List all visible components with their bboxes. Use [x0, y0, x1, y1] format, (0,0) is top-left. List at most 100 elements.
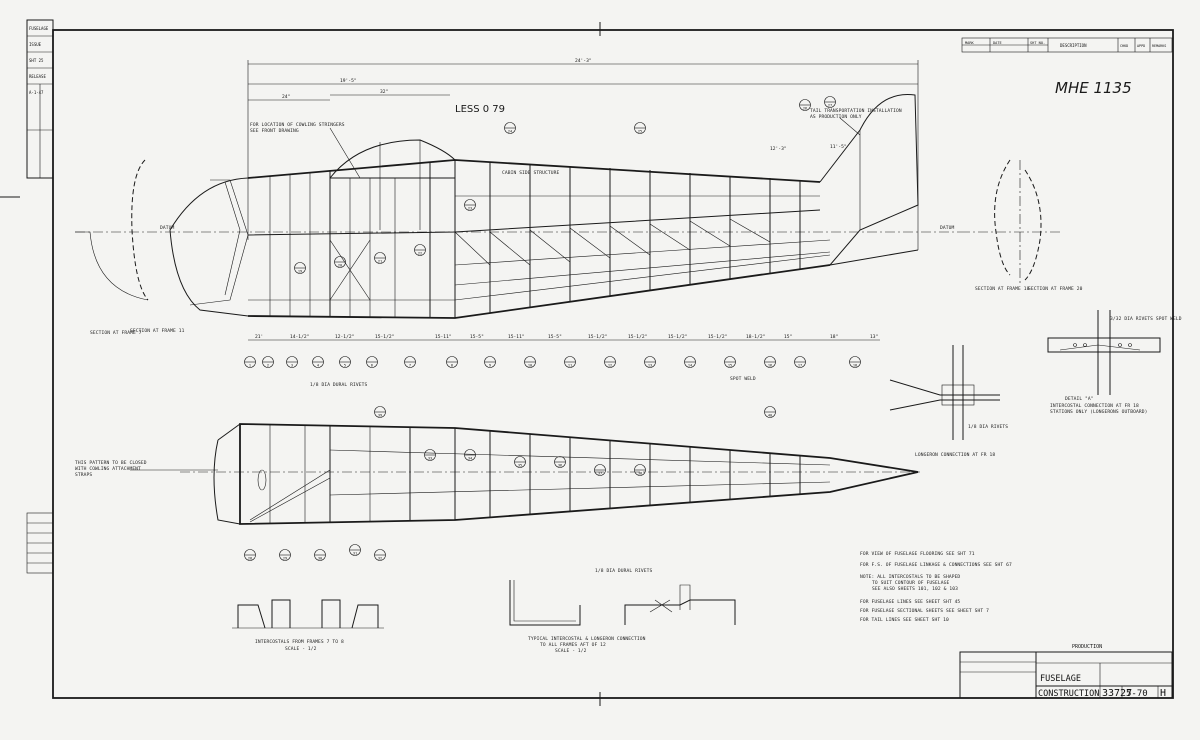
callout-bubble-number: 33: [428, 456, 432, 460]
rev-h-remarks: REMARKS: [1152, 44, 1166, 48]
callout-bubble-number: 30: [318, 556, 322, 560]
dim-d5: 11'-5": [830, 144, 847, 150]
pitch-14: 15": [784, 334, 792, 340]
inter-scale: SCALE - 1/2: [285, 646, 317, 652]
typical-rivet: 1/8 DIA DURAL RIVETS: [595, 568, 652, 574]
dim-d3: 24": [282, 94, 290, 100]
typical-label-2: TO ALL FRAMES AFT OF 12: [540, 642, 606, 648]
callout-bubble-number: 17: [798, 363, 802, 367]
callout-bubble-number: 18: [853, 363, 857, 367]
plan-note-1: THIS PATTERN TO BE CLOSED: [75, 460, 147, 466]
callout-bubble-number: 20: [338, 263, 342, 267]
drawing-number: 33727: [1102, 688, 1132, 699]
pitch-3: 12-1/2": [335, 334, 354, 340]
callout-bubble-number: 29: [283, 556, 287, 560]
pitch-8: 15-5": [548, 334, 562, 340]
strip-text-1: FUSELAGE: [29, 26, 49, 31]
gen-note-5: SEE ALSO SHEETS 101, 102 & 103: [872, 586, 958, 592]
title-line-2: CONSTRUCTION: [1038, 689, 1099, 699]
note-tail-1: TAIL TRANSPORTATION INSTALLATION: [810, 108, 902, 114]
callout-bubble-number: 39: [378, 413, 382, 417]
sec20-label: SECTION AT FRAME 20: [1028, 286, 1083, 292]
gen-note-1: FOR VIEW OF FUSELAGE FLOORING SEE SHT 71: [860, 551, 975, 557]
handwritten-less-note: LESS 0 79: [455, 104, 505, 115]
callout-bubble-number: 8: [451, 363, 453, 367]
callout-bubble-number: 5: [344, 363, 346, 367]
callout-bubble-number: 13: [648, 363, 652, 367]
handwritten-reference: MHE 1135: [1055, 79, 1132, 97]
dim-d2: 32": [380, 89, 388, 95]
gen-note-4: TO SUIT CONTOUR OF FUSELAGE: [872, 580, 950, 586]
callout-bubble-number: 35: [518, 463, 522, 467]
strip-text-4: RELEASE: [29, 74, 46, 79]
callout-bubble-number: 14: [688, 363, 692, 367]
callout-bubble-number: 2: [267, 363, 269, 367]
callout-bubble-number: 38: [638, 471, 642, 475]
longeron-conn-label: LONGERON CONNECTION AT FR 18: [915, 452, 995, 458]
sheet-border: [0, 22, 1174, 706]
left-info-strip: FUSELAGE ISSUE SHT 25 RELEASE A-1-47: [26, 19, 54, 574]
callout-bubble-number: 22: [418, 251, 422, 255]
production-label: PRODUCTION: [1072, 644, 1102, 650]
longeron-connection-detail: 1/8 DIA RIVETS LONGERON CONNECTION AT FR…: [889, 345, 1008, 458]
strip-text-3: SHT 25: [29, 58, 44, 63]
datum-label: DATUM: [160, 225, 174, 231]
callout-bubble-number: 6: [371, 363, 373, 367]
title-line-1: FUSELAGE: [1040, 674, 1081, 684]
pitch-13: 18-1/2": [746, 334, 765, 340]
callout-bubble-number: 24: [508, 129, 512, 133]
dim-d4: 12'-3": [770, 146, 787, 152]
longeron-rivet: 1/8 DIA RIVETS: [968, 424, 1008, 430]
callout-bubble-number: 11: [568, 363, 572, 367]
pitch-2: 14-1/2": [290, 334, 309, 340]
callout-bubble-number: 40: [768, 413, 772, 417]
callout-bubble-number: 26: [803, 106, 807, 110]
detail-a-rivet: 3/32 DIA RIVETS SPOT WELD: [1110, 316, 1182, 322]
callout-bubble-number: 10: [528, 363, 532, 367]
note-spot: SPOT WELD: [730, 376, 756, 382]
detail-a: 3/32 DIA RIVETS SPOT WELD DETAIL "A" INT…: [1047, 310, 1182, 415]
note-rivet-side: 1/8 DIA DURAL RIVETS: [310, 382, 367, 388]
typical-label: TYPICAL INTERCOSTAL & LONGERON CONNECTIO…: [528, 636, 646, 642]
side-view-notes: FOR LOCATION OF COWLING STRINGERS SEE FR…: [250, 108, 902, 388]
plan-note-2: WITH COWLING ATTACHMENT: [75, 466, 141, 472]
datum-label-2: DATUM: [940, 225, 954, 231]
plan-view-notes: THIS PATTERN TO BE CLOSED WITH COWLING A…: [75, 460, 218, 478]
revision-letter: H: [1160, 688, 1166, 699]
detail-a-title: DETAIL "A": [1065, 396, 1094, 402]
title-block: PRODUCTION FUSELAGE CONSTRUCTION 33727 5…: [959, 644, 1173, 699]
dim-d1: 19'-5": [340, 78, 357, 84]
callout-bubble-number: 23: [468, 206, 472, 210]
callout-bubble-number: 4: [317, 363, 319, 367]
note-tail-2: AS PRODUCTION ONLY: [810, 114, 862, 120]
callout-bubble-number: 28: [248, 556, 252, 560]
pitch-15: 18": [830, 334, 838, 340]
rev-h-date: DATE: [993, 41, 1002, 45]
sec7-label: SECTION AT FRAME 7: [90, 330, 142, 336]
gen-note-8: FOR TAIL LINES SEE SHEET SHT 10: [860, 617, 949, 623]
detail-a-sub1: INTERCOSTAL CONNECTION AT FR 18: [1050, 403, 1139, 409]
strip-text-5: A-1-47: [29, 90, 44, 95]
callout-bubble-number: 12: [608, 363, 612, 367]
callout-bubble-number: 37: [598, 471, 602, 475]
pitch-4: 15-1/2": [375, 334, 394, 340]
callout-bubble-number: 31: [353, 551, 357, 555]
typical-connection-detail: 1/8 DIA DURAL RIVETS TYPICAL INTERCOSTAL…: [509, 568, 736, 654]
rev-h-appd: APPD: [1137, 44, 1145, 48]
strip-text-2: ISSUE: [29, 42, 42, 47]
pitch-7: 15-11": [508, 334, 525, 340]
callout-bubble-number: 34: [468, 456, 472, 460]
callout-bubble-number: 32: [378, 556, 382, 560]
pitch-1: 21': [255, 334, 263, 340]
frame-pitch-row: 21' 14-1/2" 12-1/2" 15-1/2" 15-11" 15-5"…: [248, 334, 880, 341]
dim-total: 24'-3": [575, 58, 592, 64]
plan-view-frames: [269, 425, 831, 523]
gen-note-2: FOR F.S. OF FUSELAGE LINKAGE & CONNECTIO…: [860, 562, 1012, 568]
callout-bubble-number: 15: [728, 363, 732, 367]
callout-bubble-number: 25: [638, 129, 642, 133]
revision-block: MARK DATE SHT NO. DESCRIPTION CHKD APPD …: [961, 37, 1173, 53]
callout-bubble-number: 19: [298, 269, 302, 273]
typical-scale: SCALE - 1/2: [555, 648, 587, 654]
side-view-fuselage: DATUM DATUM: [75, 93, 960, 319]
note-cowl-1: FOR LOCATION OF COWLING STRINGERS: [250, 122, 345, 128]
